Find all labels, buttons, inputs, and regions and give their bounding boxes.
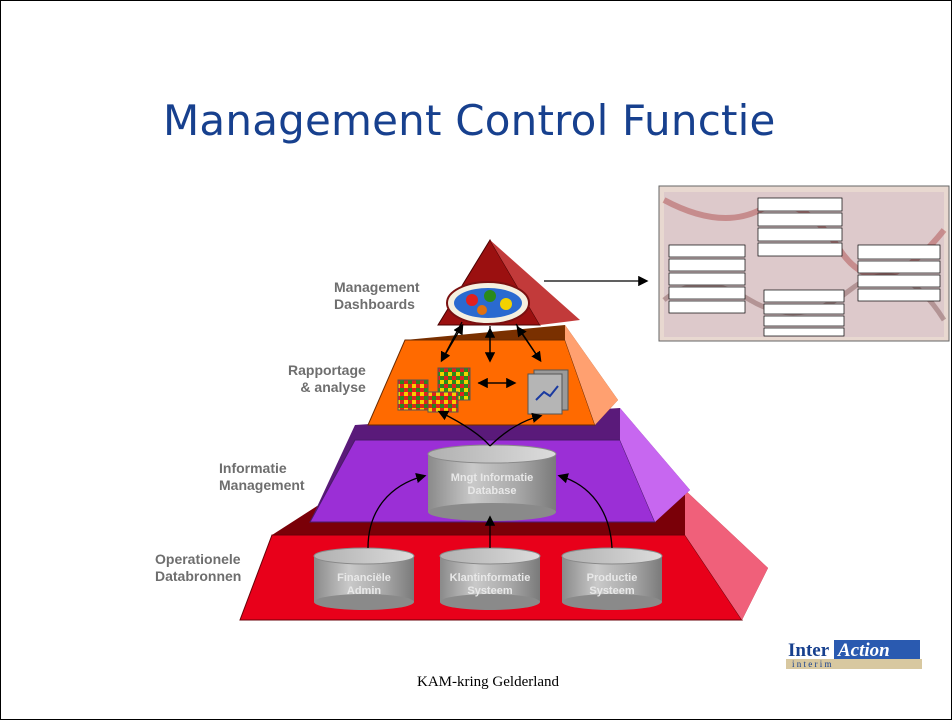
klant-label-1: Klantinformatie: [450, 572, 531, 584]
label-rapportage-line2: & analyse: [300, 379, 366, 395]
flow-arrows: [367, 275, 649, 549]
financiele-label-2: Admin: [347, 585, 382, 597]
label-operationele-line1: Operationele: [155, 551, 241, 567]
label-informatie-line1: Informatie: [219, 460, 287, 476]
layer-dashboards: [437, 239, 580, 326]
database-klant-cylinder: [439, 547, 541, 610]
label-operationele-line2: Databronnen: [155, 568, 242, 584]
rubik-cubes-icon: [397, 367, 471, 413]
report-documents-icon: [527, 369, 569, 415]
label-dashboards-line2: Dashboards: [334, 296, 415, 312]
label-operationele: Operationele Databronnen: [155, 551, 241, 585]
mngt-db-label-2: Database: [468, 485, 517, 497]
label-informatie-line2: Management: [219, 477, 305, 493]
productie-label-1: Productie: [587, 572, 638, 584]
logo-action-text: Action: [837, 640, 890, 661]
database-mngt-cylinder: [427, 444, 557, 521]
klant-label-2: Systeem: [467, 585, 512, 597]
database-productie-cylinder: [561, 547, 663, 610]
slide-title: Management Control Functie: [163, 96, 776, 145]
label-informatie: Informatie Management: [219, 460, 305, 494]
logo-interim-text: i n t e r i m: [792, 659, 832, 669]
label-rapportage: Rapportage & analyse: [288, 362, 366, 396]
slide-footer: KAM-kring Gelderland: [417, 674, 560, 690]
financiele-label-1: Financiële: [337, 572, 391, 584]
database-financiele-cylinder: [313, 547, 415, 610]
label-dashboards-line1: Management: [334, 279, 420, 295]
productie-label-2: Systeem: [589, 585, 634, 597]
mngt-db-label-1: Mngt Informatie: [451, 472, 534, 484]
label-rapportage-line1: Rapportage: [288, 362, 366, 378]
interaction-logo: Inter Action i n t e r i m: [786, 638, 922, 669]
logo-inter-text: Inter: [788, 640, 830, 661]
label-dashboards: Management Dashboards: [334, 279, 420, 313]
dashboard-screenshot-image: [658, 185, 950, 342]
